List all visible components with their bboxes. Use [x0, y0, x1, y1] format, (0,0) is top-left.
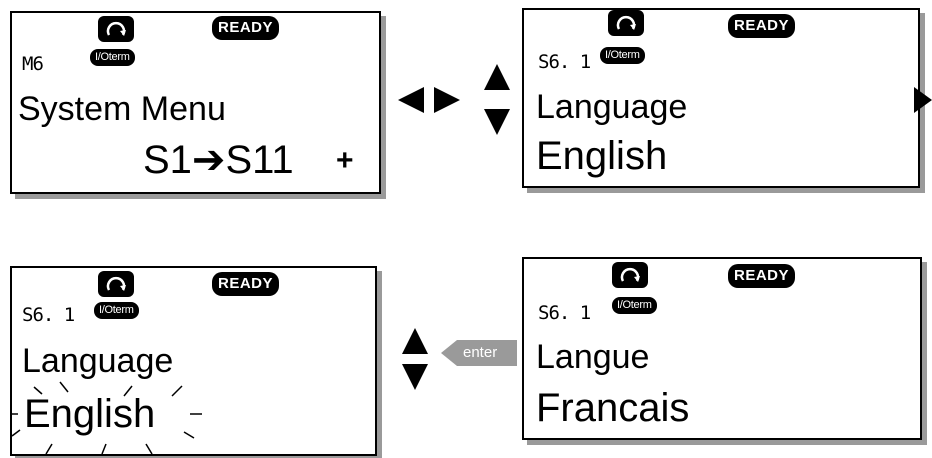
keypad-display-language: READY S6. 1 I/Oterm Language English: [522, 8, 920, 188]
menu-location-code: S6. 1: [538, 51, 591, 73]
control-place-badge: I/Oterm: [90, 49, 135, 66]
status-ready-badge: READY: [212, 16, 280, 40]
rotation-direction-icon: [612, 262, 648, 288]
menu-location-code: M6: [22, 53, 44, 75]
arrow-right-icon: [434, 87, 460, 113]
control-place-badge: I/Oterm: [612, 297, 657, 314]
keypad-display-system-menu: READY M6 I/Oterm System Menu S1➔S11 +: [10, 11, 381, 194]
enter-button-label: enter: [463, 344, 498, 361]
rotation-direction-icon: [608, 10, 644, 36]
status-ready-badge: READY: [728, 264, 796, 288]
control-place-badge: I/Oterm: [94, 302, 139, 319]
status-ready-badge: READY: [212, 272, 280, 296]
menu-location-code: S6. 1: [22, 304, 75, 326]
arrow-up-icon: [484, 64, 510, 90]
display-line-2: English: [536, 134, 668, 178]
control-place-badge: I/Oterm: [600, 47, 645, 64]
display-line-1: Language: [22, 342, 174, 380]
display-line-2: Francais: [536, 386, 690, 430]
keypad-display-language-editing: READY S6. 1 I/Oterm Language English: [10, 266, 377, 456]
menu-location-code: S6. 1: [538, 302, 591, 324]
enter-button[interactable]: enter: [441, 340, 517, 371]
arrow-right-icon: [914, 87, 932, 113]
display-line-2-blinking: English: [24, 392, 156, 436]
keypad-display-langue: READY S6. 1 I/Oterm Langue Francais: [522, 257, 922, 440]
blinking-value-icon: [12, 381, 202, 455]
arrow-down-icon: [484, 109, 510, 135]
display-line-1: Langue: [536, 338, 650, 376]
arrow-up-icon: [402, 328, 428, 354]
rotation-direction-icon: [98, 271, 134, 297]
arrow-down-icon: [402, 364, 428, 390]
status-ready-badge: READY: [728, 14, 796, 38]
more-items-indicator: +: [336, 144, 354, 177]
display-line-1: System Menu: [18, 90, 226, 128]
display-line-2: S1➔S11: [143, 138, 294, 182]
display-line-1: Language: [536, 88, 688, 126]
arrow-left-icon: [398, 87, 424, 113]
rotation-direction-icon: [98, 16, 134, 42]
